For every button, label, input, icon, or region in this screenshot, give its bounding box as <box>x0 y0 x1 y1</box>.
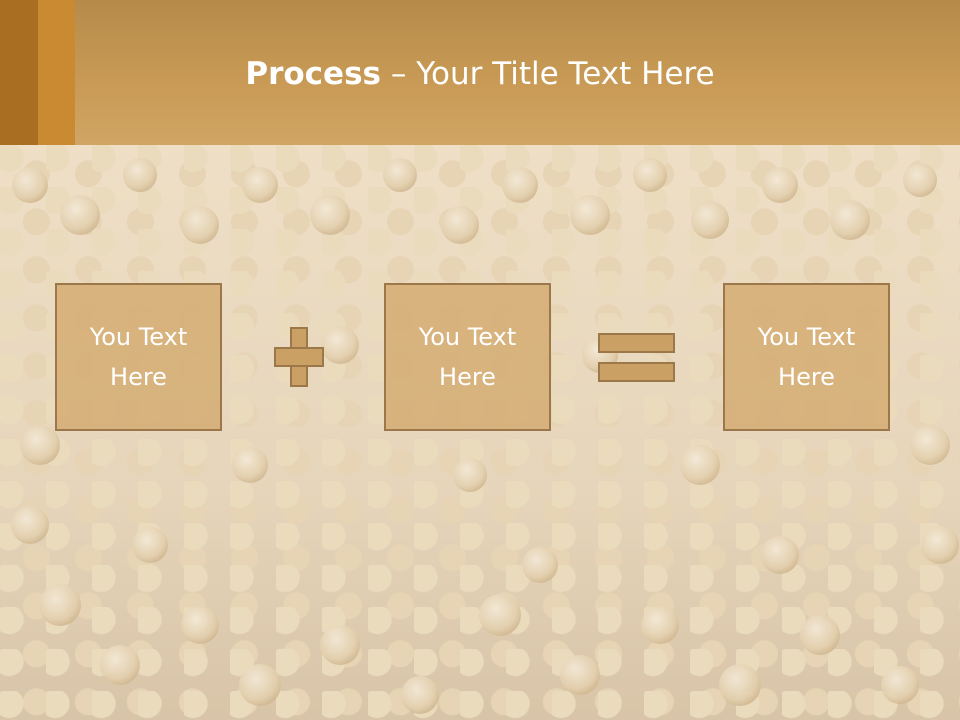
title-accent-dark <box>0 0 38 145</box>
title-bar: Process – Your Title Text Here <box>0 0 960 145</box>
soybeans-illustration <box>11 158 959 714</box>
background-image <box>0 145 960 720</box>
title-bold: Process <box>245 56 381 92</box>
title-accent-light <box>38 0 75 145</box>
plus-icon-center <box>292 349 306 365</box>
process-box-3[interactable]: You Text Here <box>723 283 890 431</box>
process-box-3-text: You Text Here <box>757 323 856 391</box>
slide-title[interactable]: Process – Your Title Text Here <box>0 56 960 92</box>
equals-icon-top-bar <box>598 333 675 353</box>
process-box-1[interactable]: You Text Here <box>55 283 222 431</box>
process-box-2-text: You Text Here <box>418 323 517 391</box>
equals-icon-bottom-bar <box>598 362 675 382</box>
title-rest: – Your Title Text Here <box>381 56 715 92</box>
process-box-1-text: You Text Here <box>89 323 188 391</box>
process-box-2[interactable]: You Text Here <box>384 283 551 431</box>
